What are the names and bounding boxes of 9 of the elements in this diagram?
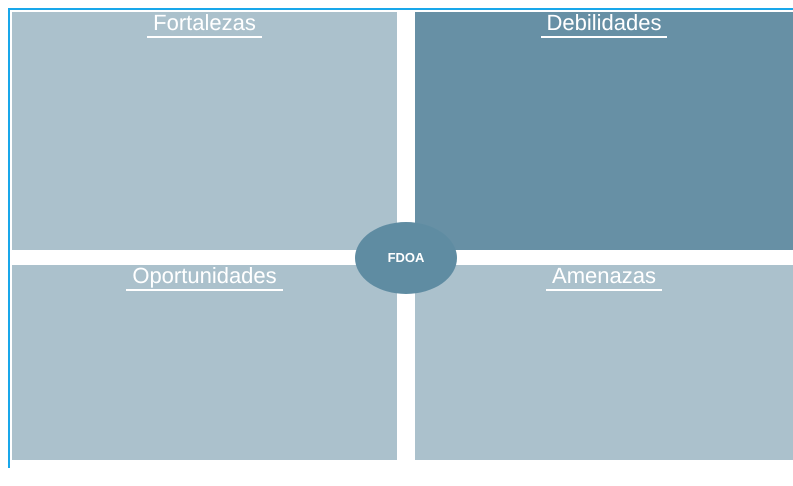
quadrant-heading: Debilidades [540, 10, 668, 38]
quadrant-heading: Amenazas [546, 263, 662, 291]
quadrant-box [415, 12, 793, 250]
quadrant-heading: Oportunidades [126, 263, 283, 291]
quadrant-heading: Fortalezas [147, 10, 262, 38]
center-label: FDOA [388, 249, 424, 268]
quadrant-box [415, 265, 793, 460]
quadrant-box [12, 265, 397, 460]
quadrant-box [12, 12, 397, 250]
